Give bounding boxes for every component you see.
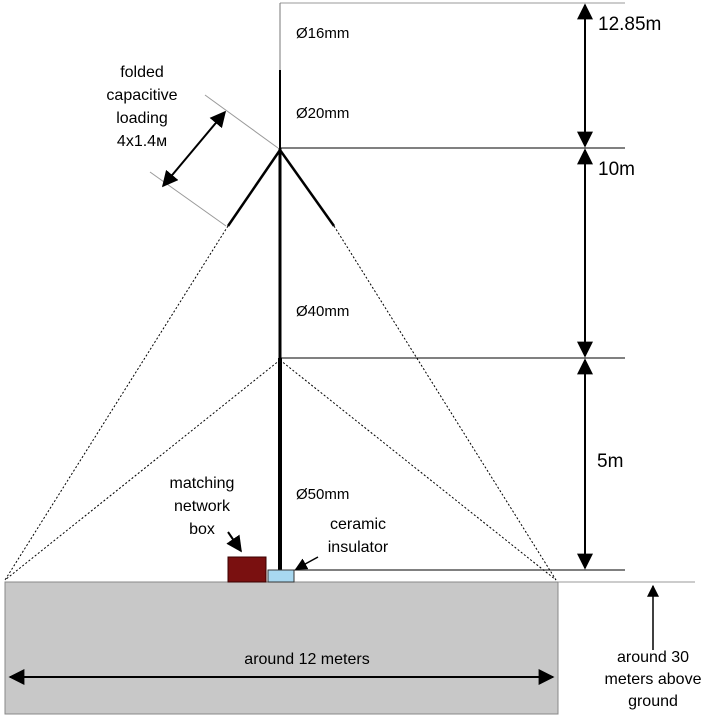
matching-label-2: network	[174, 498, 231, 515]
diameter-16-label: Ø16mm	[296, 25, 349, 42]
loading-label-1: folded	[120, 64, 164, 81]
height-top-label: 12.85m	[598, 14, 661, 35]
diameter-40-label: Ø40mm	[296, 303, 349, 320]
diameter-50-label: Ø50mm	[296, 486, 349, 503]
elevation-label-1: around 30	[617, 649, 689, 666]
loading-label-2: capacitive	[106, 87, 177, 104]
insulator-label-1: ceramic	[330, 516, 386, 533]
guy-wire-lower-right	[279, 359, 557, 581]
guy-wire-lower-left	[4, 359, 281, 581]
matching-pointer	[226, 531, 242, 553]
elevation-label-3: ground	[628, 693, 678, 710]
matching-network-box	[227, 556, 267, 583]
elevation-label-2: meters above	[605, 671, 702, 688]
matching-label-1: matching	[170, 475, 235, 492]
height-10m-label: 10m	[598, 159, 635, 180]
ceramic-insulator	[267, 569, 295, 583]
roof-platform	[4, 581, 559, 715]
insulator-label-2: insulator	[328, 539, 389, 556]
guy-wire-upper-right	[333, 225, 557, 581]
guy-wire-upper-left	[4, 225, 229, 581]
loading-label-4: 4x1.4м	[117, 133, 167, 150]
loading-wire-left	[226, 149, 282, 227]
loading-wire-right	[278, 149, 336, 227]
height-5m-label: 5m	[597, 451, 623, 472]
insulator-pointer	[294, 556, 319, 570]
matching-label-3: box	[189, 521, 215, 538]
loading-ext-bottom	[149, 171, 227, 227]
loading-ext-top	[204, 94, 279, 149]
loading-label-3: loading	[116, 110, 168, 127]
diameter-20-label: Ø20mm	[296, 105, 349, 122]
base-width-label: around 12 meters	[244, 651, 369, 668]
loading-dimension-arrow	[161, 110, 227, 188]
